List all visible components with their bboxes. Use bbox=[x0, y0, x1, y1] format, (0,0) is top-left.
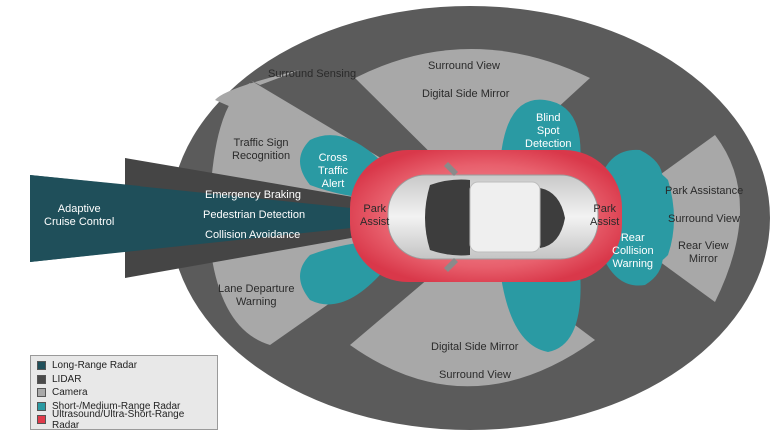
legend-item-camera: Camera bbox=[37, 386, 211, 400]
label-pedestrian-detection: Pedestrian Detection bbox=[203, 209, 306, 221]
label-digital-side-mirror-bottom: Digital Side Mirror bbox=[431, 341, 519, 353]
radar-lobe-side-bottom bbox=[500, 270, 581, 352]
label-collision-avoidance: Collision Avoidance bbox=[205, 229, 301, 241]
label-emergency-braking: Emergency Braking bbox=[205, 189, 301, 201]
legend-item-lidar: LIDAR bbox=[37, 373, 211, 387]
label-park-assistance: Park Assistance bbox=[665, 185, 744, 197]
label-surround-sensing: Surround Sensing bbox=[268, 68, 357, 80]
label-adaptive-cruise-control: Adaptive Cruise Control bbox=[44, 203, 115, 228]
label-traffic-sign-recognition: Traffic Sign Recognition bbox=[232, 137, 291, 162]
label-rear-collision-warning: Rear Collision Warning bbox=[612, 232, 654, 270]
legend-swatch bbox=[37, 361, 46, 371]
legend-label: Short-/Medium-Range Radar bbox=[52, 400, 181, 412]
legend-item-short-medium-range-radar: Short-/Medium-Range Radar bbox=[37, 400, 211, 414]
label-surround-view-top: Surround View bbox=[428, 60, 500, 72]
legend-swatch bbox=[37, 374, 46, 384]
label-digital-side-mirror-top: Digital Side Mirror bbox=[422, 88, 510, 100]
legend-label: Long-Range Radar bbox=[52, 360, 138, 372]
legend-label: Camera bbox=[52, 387, 88, 399]
label-rear-view-mirror: Rear View Mirror bbox=[678, 240, 729, 265]
legend-label: Ultrasound/Ultra-Short-Range Radar bbox=[52, 408, 185, 431]
legend-swatch bbox=[37, 388, 46, 398]
legend: Long-Range Radar LIDAR Camera Short-/Med… bbox=[30, 355, 218, 431]
camera-zone-top bbox=[355, 49, 590, 190]
label-cross-traffic-alert: Cross Traffic Alert bbox=[318, 152, 348, 190]
label-surround-view-bottom: Surround View bbox=[439, 369, 511, 381]
label-lane-departure-warning: Lane Departure Warning bbox=[218, 283, 295, 308]
camera-zone-bottom bbox=[350, 245, 595, 387]
label-park-assist-front: Park Assist bbox=[360, 203, 390, 228]
label-blind-spot-detection: Blind Spot Detection bbox=[525, 112, 572, 150]
label-park-assist-rear: Park Assist bbox=[590, 203, 620, 228]
legend-item-long-range-radar: Long-Range Radar bbox=[37, 359, 211, 373]
legend-item-ultrasound: Ultrasound/Ultra-Short-Range Radar bbox=[37, 409, 211, 431]
legend-label: LIDAR bbox=[52, 373, 82, 385]
legend-swatch bbox=[37, 401, 46, 411]
long-range-radar-core bbox=[30, 175, 140, 262]
radar-lobe-blind-spot bbox=[500, 99, 581, 165]
legend-swatch bbox=[37, 415, 46, 425]
car bbox=[387, 162, 599, 272]
label-surround-view-right: Surround View bbox=[668, 213, 740, 225]
